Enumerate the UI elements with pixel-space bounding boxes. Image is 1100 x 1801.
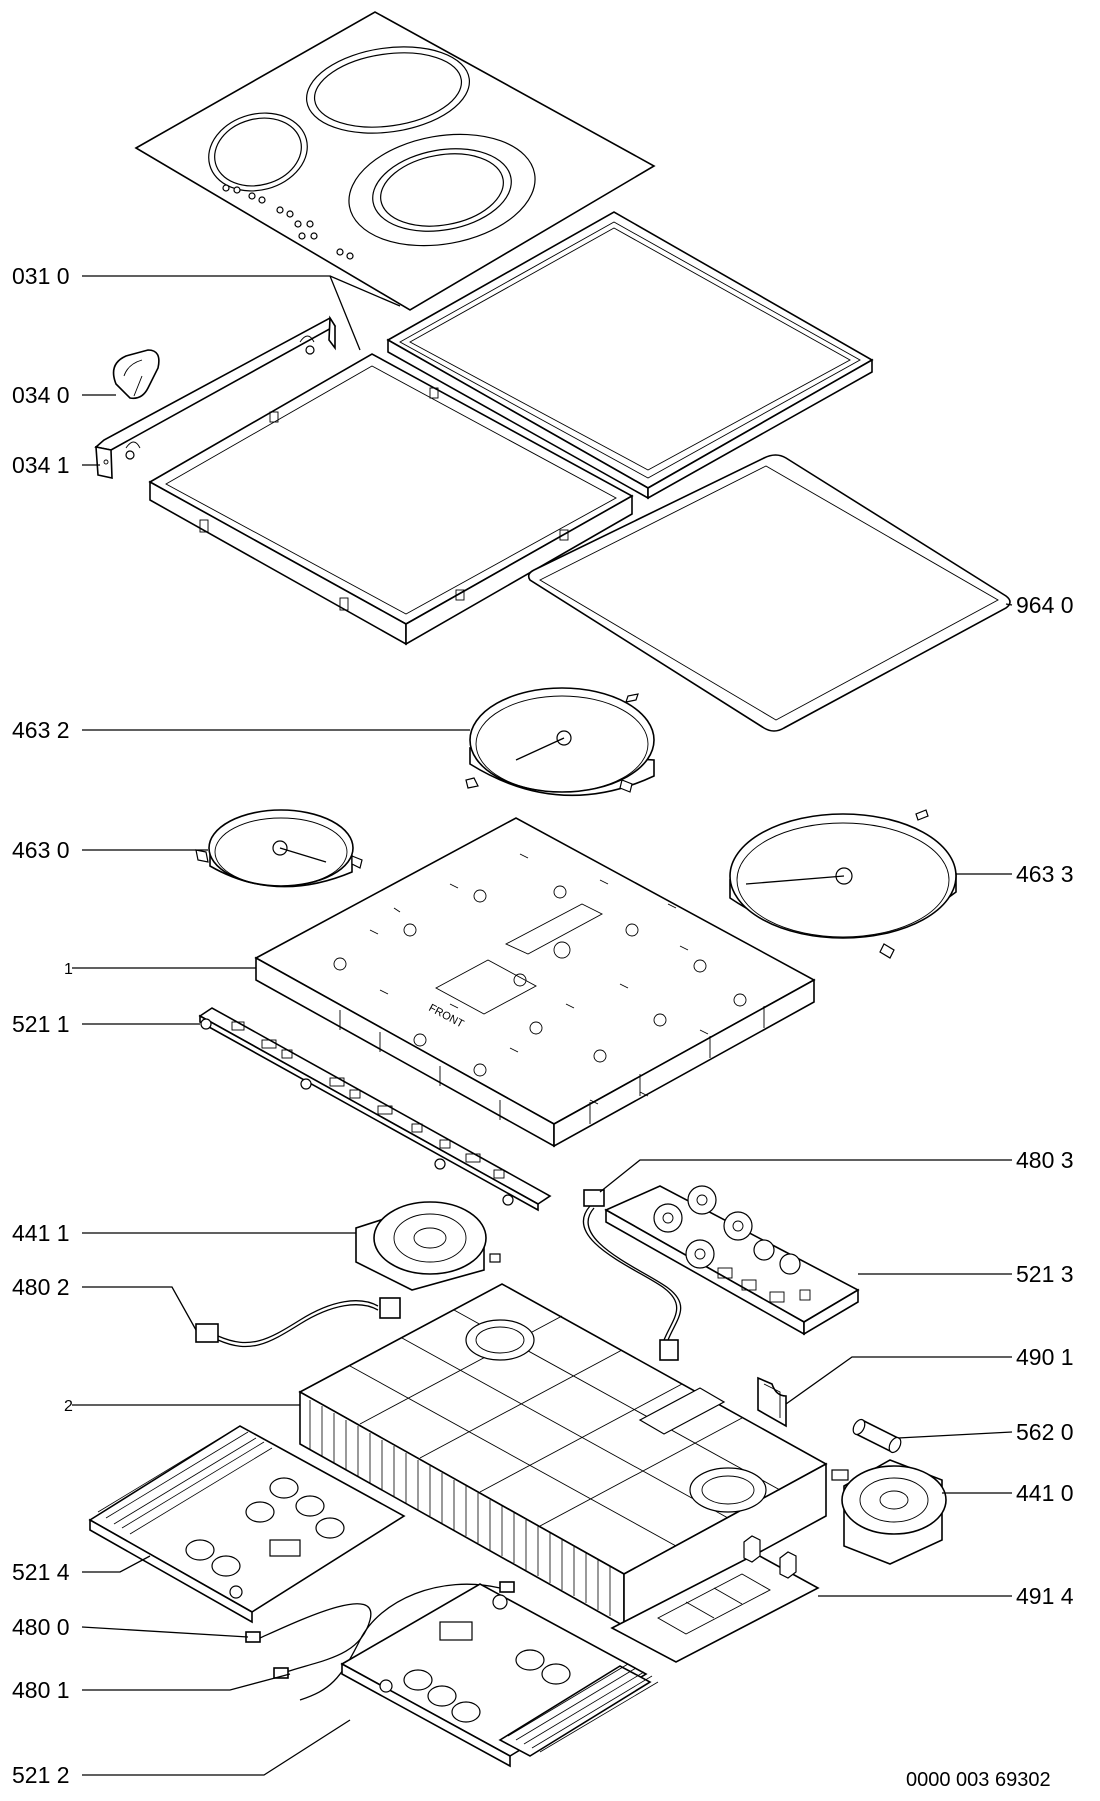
label-441-0: 441 0	[1016, 1480, 1074, 1506]
outer-frame[interactable]	[386, 211, 874, 500]
label-964-0: 964 0	[1016, 592, 1074, 618]
clip[interactable]	[112, 349, 160, 400]
label-491-4: 491 4	[1016, 1583, 1074, 1609]
coil-left[interactable]	[195, 809, 363, 888]
coil-rear[interactable]	[465, 687, 655, 797]
part-labels: 031 0 034 0 034 1 964 0 463 2 463 0 463 …	[12, 263, 1074, 1788]
label-490-1: 490 1	[1016, 1344, 1074, 1370]
label-521-2: 521 2	[12, 1762, 70, 1788]
cable-right[interactable]	[582, 1189, 682, 1361]
cable-bracket[interactable]	[757, 1376, 787, 1428]
inner-frame[interactable]	[148, 353, 634, 646]
label-463-2: 463 2	[12, 717, 70, 743]
label-1: 1	[64, 961, 73, 978]
cover-plate[interactable]	[610, 1535, 820, 1663]
power-pcb-left[interactable]	[88, 1425, 406, 1624]
label-562-0: 562 0	[1016, 1419, 1074, 1445]
support-plate[interactable]: FRONT	[254, 817, 816, 1148]
label-463-0: 463 0	[12, 837, 70, 863]
label-521-1: 521 1	[12, 1011, 70, 1037]
label-521-3: 521 3	[1016, 1261, 1074, 1287]
drawing-number: 0000 003 69302	[906, 1769, 1051, 1791]
cable-small-right[interactable]	[299, 1581, 515, 1701]
fan-left[interactable]	[355, 1201, 501, 1291]
label-480-0: 480 0	[12, 1614, 70, 1640]
label-480-3: 480 3	[1016, 1147, 1074, 1173]
ceramic-glass-top[interactable]	[134, 11, 656, 311]
power-pcb-right[interactable]	[340, 1583, 659, 1768]
cable-small-left[interactable]	[245, 1603, 372, 1679]
label-034-0: 034 0	[12, 382, 70, 408]
label-031-0: 031 0	[12, 263, 70, 289]
label-2: 2	[64, 1398, 73, 1415]
fuse[interactable]	[851, 1418, 903, 1455]
label-521-4: 521 4	[12, 1559, 70, 1585]
label-034-1: 034 1	[12, 452, 70, 478]
bottom-housing[interactable]	[298, 1283, 828, 1628]
label-441-1: 441 1	[12, 1220, 70, 1246]
leader-lines	[72, 275, 1013, 1776]
gasket[interactable]	[527, 454, 1011, 732]
filter-pcb[interactable]	[604, 1185, 860, 1336]
label-480-1: 480 1	[12, 1677, 70, 1703]
control-bracket[interactable]	[94, 315, 337, 479]
label-463-3: 463 3	[1016, 861, 1074, 887]
label-480-2: 480 2	[12, 1274, 70, 1300]
coil-right[interactable]	[729, 809, 957, 959]
fan-right[interactable]	[831, 1459, 947, 1565]
cable-left[interactable]	[195, 1297, 401, 1348]
control-pcb[interactable]	[198, 1007, 552, 1212]
